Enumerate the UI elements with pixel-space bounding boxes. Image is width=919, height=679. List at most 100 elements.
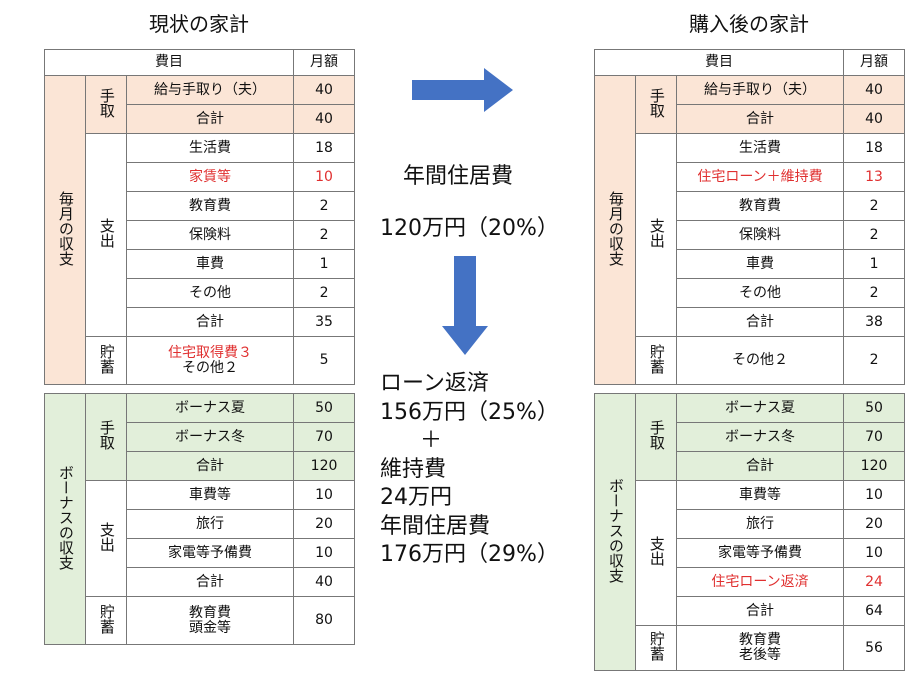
header-item: 費目: [593, 49, 845, 76]
row-name: 合計: [675, 307, 845, 337]
row-value: 80: [293, 596, 356, 645]
right-arrow-icon: [412, 68, 513, 112]
annual-housing-value: 120万円（20%）: [380, 216, 559, 241]
annual-housing-label: 年間住居費: [403, 164, 514, 189]
after-purchase-budget-table: 費目 月額 毎月の収支 手取 給与手取り（夫） 40 合計 40 支出 生活費 …: [593, 49, 906, 671]
current-budget-title: 現状の家計: [149, 12, 249, 36]
row-name-highlight: 住宅ローン返済: [675, 567, 845, 597]
row-name: 合計: [125, 451, 295, 481]
new-housing-cost-breakdown: ローン返済 156万円（25%） ＋ 維持費 24万円 年間住居費 176万円（…: [380, 370, 559, 570]
bonus-section-label: ボーナスの収支: [44, 393, 86, 645]
header-amount: 月額: [293, 49, 356, 76]
row-value-highlight: 10: [293, 162, 356, 192]
category-expense: 支出: [85, 133, 127, 337]
saving-name: 教育費 老後等: [675, 625, 845, 671]
row-name: 合計: [675, 596, 845, 626]
row-value: 10: [843, 480, 906, 510]
category-saving: 貯蓄: [85, 336, 127, 385]
category-expense: 支出: [635, 133, 677, 337]
saving-name: 教育費 頭金等: [125, 596, 295, 645]
row-name: 旅行: [675, 509, 845, 539]
row-value: 64: [843, 596, 906, 626]
saving-name: その他２: [675, 336, 845, 385]
row-name: 合計: [675, 451, 845, 481]
row-name: ボーナス冬: [675, 422, 845, 452]
row-value: 20: [843, 509, 906, 539]
row-value: 10: [293, 480, 356, 510]
row-name: 保険料: [675, 220, 845, 250]
row-value: 56: [843, 625, 906, 671]
row-name: 合計: [125, 104, 295, 134]
row-value: 120: [843, 451, 906, 481]
row-name: 合計: [675, 104, 845, 134]
loan-label: ローン返済: [380, 371, 489, 396]
row-name: 家電等予備費: [125, 538, 295, 568]
row-name: 車費: [125, 249, 295, 279]
row-name: ボーナス冬: [125, 422, 295, 452]
row-name: その他: [125, 278, 295, 308]
row-value: 35: [293, 307, 356, 337]
row-name-highlight: 住宅ローン＋維持費: [675, 162, 845, 192]
row-value: 1: [843, 249, 906, 279]
row-value: 20: [293, 509, 356, 539]
row-value: 40: [293, 104, 356, 134]
category-income: 手取: [635, 75, 677, 134]
row-value-highlight: 13: [843, 162, 906, 192]
row-name: ボーナス夏: [675, 393, 845, 423]
row-name: 保険料: [125, 220, 295, 250]
row-value: 2: [293, 191, 356, 221]
row-value: 2: [843, 220, 906, 250]
row-name: 給与手取り（夫）: [125, 75, 295, 105]
row-name: その他: [675, 278, 845, 308]
monthly-section-label: 毎月の収支: [594, 75, 636, 385]
row-value: 40: [843, 104, 906, 134]
row-value: 120: [293, 451, 356, 481]
row-value: 2: [843, 278, 906, 308]
row-name: 車費: [675, 249, 845, 279]
row-value: 10: [843, 538, 906, 568]
row-value: 40: [293, 567, 356, 597]
category-saving: 貯蓄: [85, 596, 127, 645]
row-name: ボーナス夏: [125, 393, 295, 423]
row-value: 50: [843, 393, 906, 423]
row-value: 1: [293, 249, 356, 279]
row-name: 車費等: [675, 480, 845, 510]
row-value: 18: [843, 133, 906, 163]
category-expense: 支出: [85, 480, 127, 597]
current-budget-table: 費目 月額 毎月の収支 手取 給与手取り（夫） 40 合計 40 支出 生活費 …: [43, 49, 356, 645]
row-name: 旅行: [125, 509, 295, 539]
row-name: 生活費: [125, 133, 295, 163]
row-value: 5: [293, 336, 356, 385]
new-annual-value: 176万円（29%）: [380, 542, 559, 567]
category-income: 手取: [635, 393, 677, 481]
maintenance-label: 維持費: [380, 456, 447, 482]
row-value: 2: [843, 336, 906, 385]
row-value: 70: [293, 422, 356, 452]
row-name: 車費等: [125, 480, 295, 510]
row-value: 50: [293, 393, 356, 423]
saving-line-1: 住宅取得費３: [168, 344, 253, 361]
after-purchase-budget-title: 購入後の家計: [689, 12, 809, 36]
row-name: 給与手取り（夫）: [675, 75, 845, 105]
saving-name: 住宅取得費３ その他２: [125, 336, 295, 385]
category-saving: 貯蓄: [635, 625, 677, 671]
row-name: 合計: [125, 307, 295, 337]
bonus-section-label: ボーナスの収支: [594, 393, 636, 671]
monthly-section-label: 毎月の収支: [44, 75, 86, 385]
category-income: 手取: [85, 75, 127, 134]
row-value: 70: [843, 422, 906, 452]
header-item: 費目: [43, 49, 295, 76]
category-income: 手取: [85, 393, 127, 481]
row-value: 2: [843, 191, 906, 221]
row-name-highlight: 家賃等: [125, 162, 295, 192]
row-value: 40: [293, 75, 356, 105]
new-annual-label: 年間住居費: [380, 513, 491, 539]
plus-sign: ＋: [420, 428, 443, 453]
row-value: 38: [843, 307, 906, 337]
down-arrow-icon: [442, 256, 488, 355]
row-value: 18: [293, 133, 356, 163]
row-value: 2: [293, 278, 356, 308]
row-value: 40: [843, 75, 906, 105]
saving-line-2: その他２: [182, 359, 239, 376]
row-name: 教育費: [675, 191, 845, 221]
